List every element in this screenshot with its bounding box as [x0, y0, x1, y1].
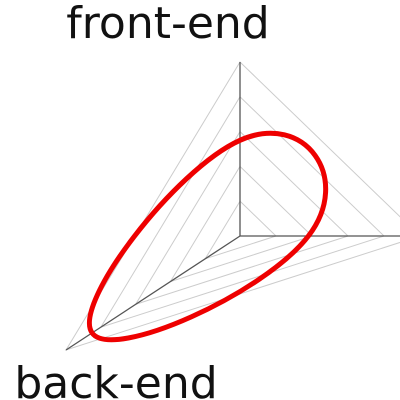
axis-label-back-end: back-end: [14, 358, 217, 400]
grid-ring-4: [99, 96, 385, 329]
series-shape-0: [87, 130, 329, 343]
grid-ring-3: [134, 130, 349, 306]
radar-series: [87, 130, 329, 343]
grid-ring-1: [204, 200, 277, 260]
radar-grid: [64, 61, 400, 351]
grid-ring-5: [64, 61, 400, 351]
axis-label-front-end: front-end: [66, 0, 269, 49]
grid-ring-2: [169, 165, 313, 283]
radar-axes: [65, 62, 400, 351]
axis-line-back-end: [65, 235, 241, 351]
